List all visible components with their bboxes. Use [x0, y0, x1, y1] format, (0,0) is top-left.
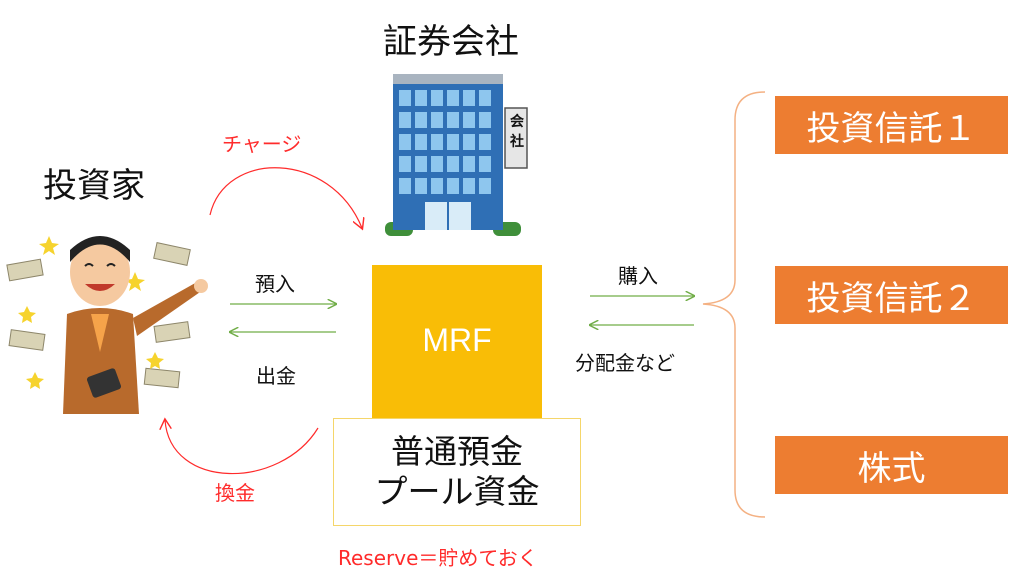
reserve-note: Reserve＝貯めておく	[338, 546, 538, 570]
building-sign-char: 社	[510, 134, 524, 150]
cash-out-label: 換金	[215, 481, 255, 505]
office-building-icon	[385, 74, 528, 236]
cash-out-arrow	[165, 420, 319, 475]
pool-fund-box: 普通預金 プール資金	[333, 418, 581, 526]
product-box-3: 株式	[775, 436, 1008, 494]
investor-illustration-icon	[6, 236, 208, 414]
charge-label: チャージ	[222, 132, 302, 156]
charge-arrow	[209, 167, 362, 228]
product-box-1: 投資信託１	[775, 96, 1008, 154]
purchase-label: 購入	[618, 264, 658, 288]
investor-title: 投資家	[43, 166, 145, 206]
mrf-box	[372, 265, 542, 422]
deposit-label: 預入	[255, 272, 295, 296]
securities-company-title: 証券会社	[383, 22, 519, 62]
distribution-label: 分配金など	[575, 351, 675, 375]
mrf-label: MRF	[422, 322, 492, 358]
building-sign: 会 社	[509, 112, 525, 152]
pool-line-2: プール資金	[374, 472, 540, 511]
pool-line-1: 普通預金	[391, 432, 523, 471]
product-box-2: 投資信託２	[775, 266, 1008, 324]
building-sign-char: 会	[510, 114, 524, 130]
products-brace	[702, 91, 766, 518]
withdraw-label: 出金	[256, 364, 296, 388]
